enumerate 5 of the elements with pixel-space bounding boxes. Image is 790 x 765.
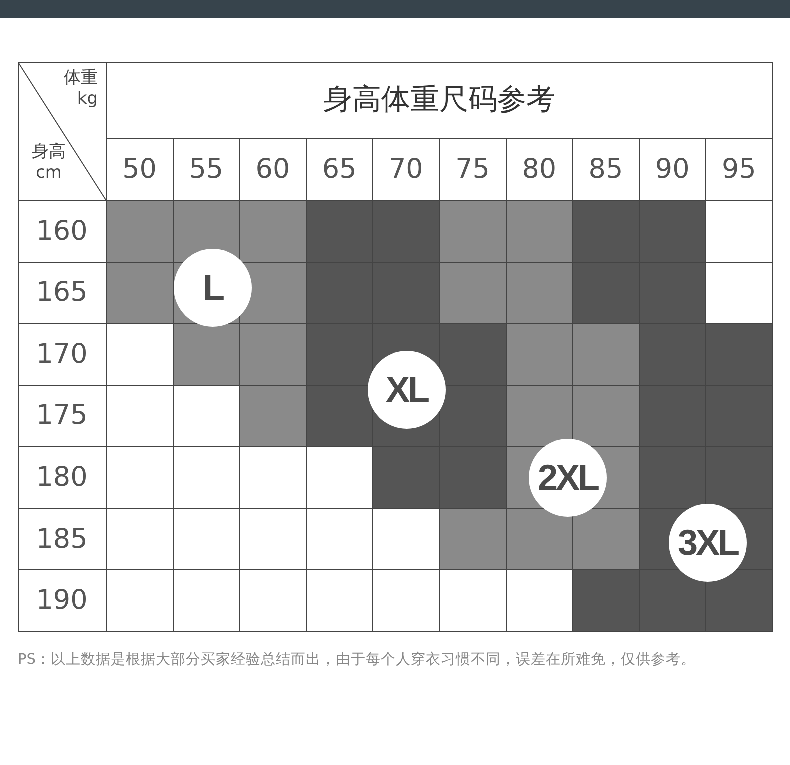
footnote: PS：以上数据是根据大部分买家经验总结而出，由于每个人穿衣习惯不同，误差在所难免，仅供参考。 [18,650,697,669]
weight-unit-label: 体重 kg [63,68,98,110]
height-unit-label: 身高 cm [31,142,67,184]
top-banner [0,0,790,18]
table-title: 身高体重尺码参考 [107,62,773,139]
